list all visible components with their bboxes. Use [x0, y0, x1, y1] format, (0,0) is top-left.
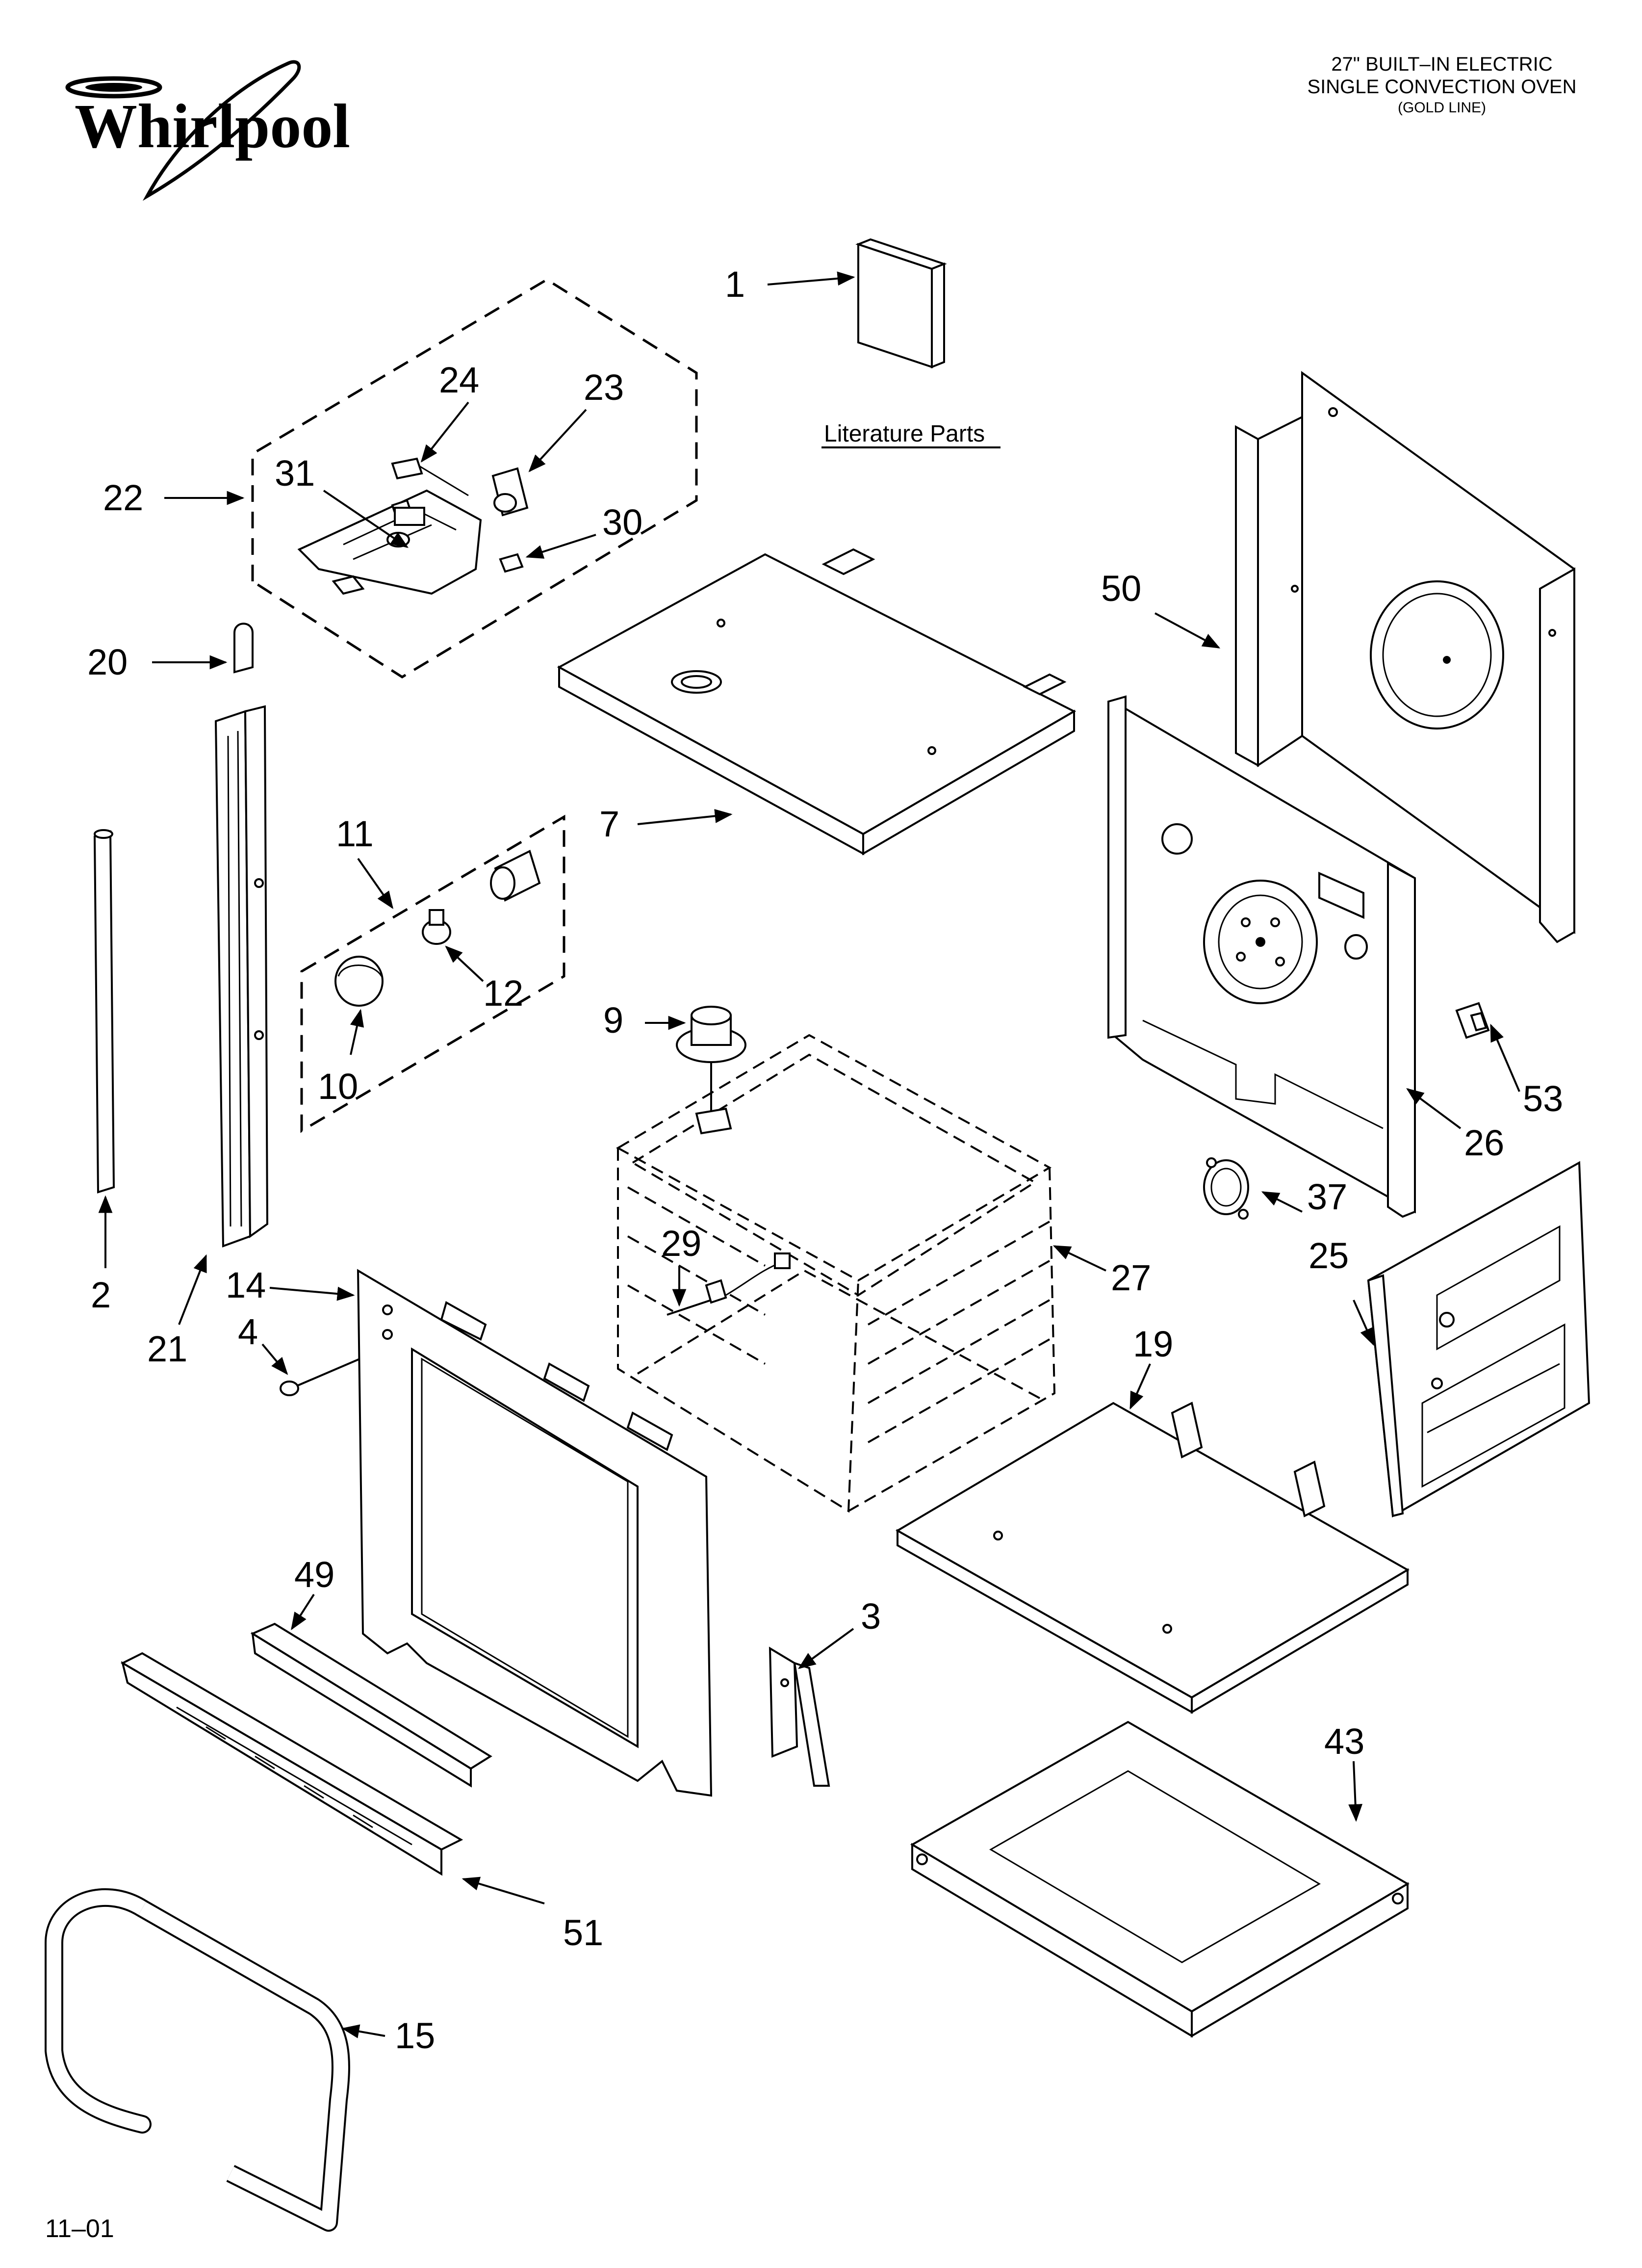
- part-top-panel: [557, 548, 1077, 856]
- callout-26: 26: [1464, 1122, 1504, 1163]
- date-code: 11–01: [45, 2215, 114, 2243]
- callout-43: 43: [1324, 1721, 1364, 1762]
- part-clip: [1455, 1002, 1490, 1039]
- callout-50: 50: [1101, 568, 1141, 609]
- logo-swoosh-icon: [142, 60, 301, 201]
- part-oven-cavity: [616, 1034, 1056, 1513]
- callout-9: 9: [603, 1000, 623, 1041]
- part-bottom-tray: [910, 1721, 1410, 2038]
- callout-15: 15: [395, 2015, 435, 2056]
- part-front-frame: [357, 1269, 713, 1797]
- callout-30: 30: [602, 502, 642, 543]
- callout-25: 25: [1308, 1235, 1349, 1276]
- callout-7: 7: [599, 804, 619, 844]
- callout-21: 21: [147, 1329, 187, 1369]
- part-convection-fan-divider: [1107, 695, 1416, 1218]
- part-side-panel: [1367, 1161, 1591, 1518]
- callout-labels: 1 22 24 23 31 30 20 50 7 11 12 10 9 53 2…: [87, 264, 1563, 2056]
- callout-1: 1: [725, 264, 745, 305]
- part-vent-trim: [120, 1622, 492, 1876]
- title-line-1: 27" BUILT–IN ELECTRIC: [1331, 53, 1553, 75]
- title-line-3: (GOLD LINE): [1397, 100, 1487, 116]
- part-oven-sensor: [667, 1252, 791, 1316]
- callout-49: 49: [294, 1554, 334, 1595]
- callout-53: 53: [1523, 1078, 1563, 1119]
- callout-20: 20: [87, 642, 128, 682]
- part-literature: Literature Parts: [821, 238, 1001, 448]
- callout-19: 19: [1133, 1324, 1173, 1364]
- leader-lines: [98, 271, 1520, 2038]
- literature-parts-label: Literature Parts: [824, 421, 985, 447]
- callout-24: 24: [439, 360, 479, 400]
- callout-11: 11: [336, 813, 374, 854]
- callout-3: 3: [861, 1596, 881, 1637]
- callout-27: 27: [1111, 1257, 1151, 1298]
- callout-29: 29: [661, 1223, 701, 1264]
- callout-12: 12: [483, 973, 523, 1014]
- part-light-group: [300, 814, 565, 1133]
- part-side-trim: [93, 623, 269, 1248]
- part-bottom-panel: [896, 1402, 1410, 1714]
- logo-wordmark: Whirlpool: [75, 91, 350, 161]
- title-line-2: SINGLE CONVECTION OVEN: [1307, 76, 1577, 98]
- part-rear-panel: [1235, 371, 1575, 943]
- callout-22: 22: [103, 477, 143, 518]
- diagram-title: 27" BUILT–IN ELECTRIC SINGLE CONVECTION …: [1256, 53, 1628, 118]
- part-bracket: [769, 1646, 830, 1787]
- part-thermal-cutoff: [1203, 1157, 1249, 1220]
- callout-51: 51: [563, 1912, 603, 1953]
- logo-swirl-center-icon: [85, 83, 142, 92]
- whirlpool-logo: Whirlpool: [65, 60, 350, 201]
- logo-swirl-icon: [65, 76, 162, 99]
- callout-23: 23: [584, 367, 624, 408]
- callout-4: 4: [238, 1311, 258, 1352]
- callout-14: 14: [226, 1265, 266, 1305]
- part-convection-element: [676, 1006, 746, 1135]
- callout-2: 2: [91, 1275, 111, 1315]
- part-control-bracket-group: [251, 278, 698, 678]
- callout-37: 37: [1307, 1176, 1347, 1217]
- callout-31: 31: [275, 453, 315, 494]
- callout-10: 10: [318, 1066, 358, 1107]
- part-door-gasket: [45, 1888, 350, 2232]
